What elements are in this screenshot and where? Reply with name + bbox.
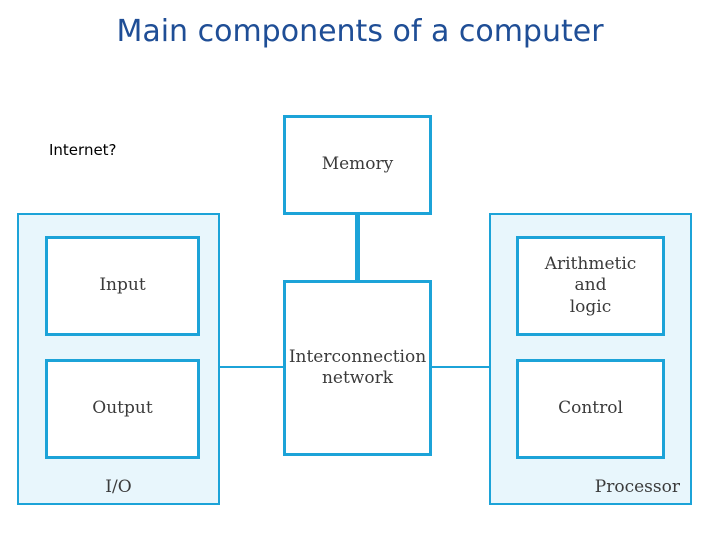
connector-interconnection-processor bbox=[431, 366, 490, 368]
panel-io-caption: I/O bbox=[105, 477, 132, 497]
box-input-label: Input bbox=[99, 275, 146, 296]
box-memory-label: Memory bbox=[321, 154, 394, 175]
box-interconnection-label: Interconnection network bbox=[289, 347, 426, 390]
connector-io-interconnection bbox=[219, 366, 284, 368]
box-output: Output bbox=[45, 359, 200, 459]
internet-annotation: Internet? bbox=[49, 141, 117, 159]
box-output-label: Output bbox=[92, 398, 153, 419]
box-control: Control bbox=[516, 359, 665, 459]
page-title: Main components of a computer bbox=[116, 14, 604, 49]
box-arithmetic-and-logic: Arithmetic and logic bbox=[516, 236, 665, 336]
box-interconnection-network: Interconnection network bbox=[283, 280, 432, 456]
box-alu-label-line2: and bbox=[574, 275, 607, 296]
box-interconnection-label-line2: network bbox=[321, 368, 394, 388]
box-input: Input bbox=[45, 236, 200, 336]
box-alu-label-line1: Arithmetic bbox=[544, 254, 637, 275]
box-alu-label: Arithmetic and logic bbox=[545, 254, 637, 318]
connector-memory-interconnection bbox=[355, 214, 360, 281]
box-interconnection-label-line1: Interconnection bbox=[288, 346, 427, 367]
box-memory: Memory bbox=[283, 115, 432, 215]
panel-processor-caption: Processor bbox=[594, 477, 680, 497]
box-alu-label-line3: logic bbox=[569, 296, 612, 317]
box-control-label: Control bbox=[558, 398, 623, 419]
